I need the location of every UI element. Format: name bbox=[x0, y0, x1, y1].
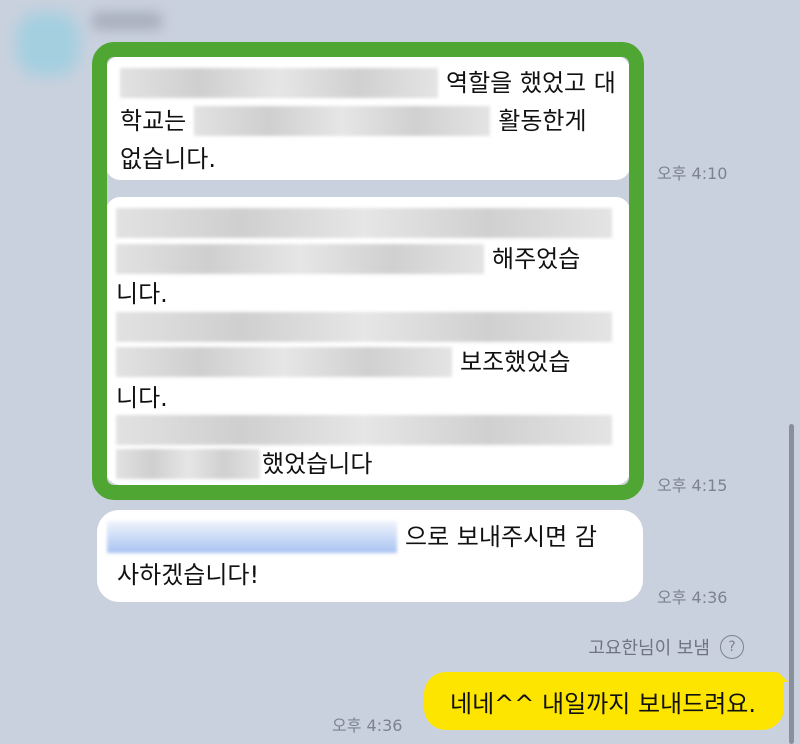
message-text: 해주었습 bbox=[492, 245, 581, 273]
message-line: 니다. bbox=[116, 277, 620, 311]
message-line: 으로 보내주시면 감 bbox=[107, 518, 633, 556]
message-line bbox=[116, 311, 620, 343]
question-circle-icon[interactable]: ? bbox=[720, 635, 744, 659]
message-time: 오후 4:36 bbox=[657, 588, 728, 607]
redacted-text bbox=[116, 208, 612, 238]
sender-avatar[interactable] bbox=[16, 12, 80, 76]
message-time: 오후 4:10 bbox=[657, 164, 728, 183]
redacted-text bbox=[116, 312, 612, 342]
message-time: 오후 4:15 bbox=[657, 476, 728, 495]
message-text: 니다. bbox=[116, 384, 168, 412]
message-line: 역할을 했었고 대 bbox=[120, 64, 616, 102]
message-text: 학교는 bbox=[120, 107, 187, 135]
sender-name-redacted bbox=[92, 12, 162, 30]
my-message-text: 네네^^ 내일까지 보내드려요. bbox=[450, 689, 756, 718]
redacted-text bbox=[194, 106, 491, 136]
message-bubble-3[interactable]: 으로 보내주시면 감 사하겠습니다! bbox=[97, 510, 643, 602]
redacted-text bbox=[116, 244, 484, 274]
message-text: 니다. bbox=[116, 280, 168, 308]
redacted-link[interactable] bbox=[107, 521, 397, 553]
redacted-text bbox=[116, 449, 260, 479]
message-text: 으로 보내주시면 감 bbox=[405, 523, 597, 551]
my-message-bubble[interactable]: 네네^^ 내일까지 보내드려요. bbox=[424, 672, 784, 730]
message-line: 없습니다. bbox=[120, 140, 616, 178]
message-text: 활동한게 bbox=[498, 107, 587, 135]
message-line: 사하겠습니다! bbox=[107, 556, 633, 594]
redacted-text bbox=[116, 415, 612, 445]
scrollbar[interactable] bbox=[789, 424, 794, 744]
message-bubble-1[interactable]: 역할을 했었고 대 학교는 활동한게 없습니다. bbox=[106, 56, 630, 180]
message-text: 역할을 했었고 대 bbox=[446, 69, 616, 97]
message-line bbox=[116, 205, 620, 241]
message-text: 했었습니다 bbox=[262, 450, 373, 478]
redacted-text bbox=[116, 347, 452, 377]
sent-by-text: 고요한님이 보냄 bbox=[588, 638, 710, 659]
message-line: 보조했었습 bbox=[116, 343, 620, 381]
my-message-time: 오후 4:36 bbox=[332, 716, 403, 735]
message-line: 해주었습 bbox=[116, 241, 620, 277]
message-line: 니다. bbox=[116, 381, 620, 415]
message-bubble-2[interactable]: 해주었습 니다. 보조했었습 니다. 했었습니다 bbox=[106, 197, 630, 485]
message-text: 사하겠습니다! bbox=[117, 561, 260, 589]
message-line bbox=[116, 415, 620, 445]
redacted-text bbox=[120, 68, 438, 98]
message-text: 보조했었습 bbox=[460, 348, 571, 376]
message-text: 없습니다. bbox=[120, 145, 216, 173]
sent-by-label: 고요한님이 보냄 ? bbox=[588, 634, 744, 660]
message-line: 했었습니다 bbox=[116, 445, 620, 483]
message-line: 학교는 활동한게 bbox=[120, 102, 616, 140]
